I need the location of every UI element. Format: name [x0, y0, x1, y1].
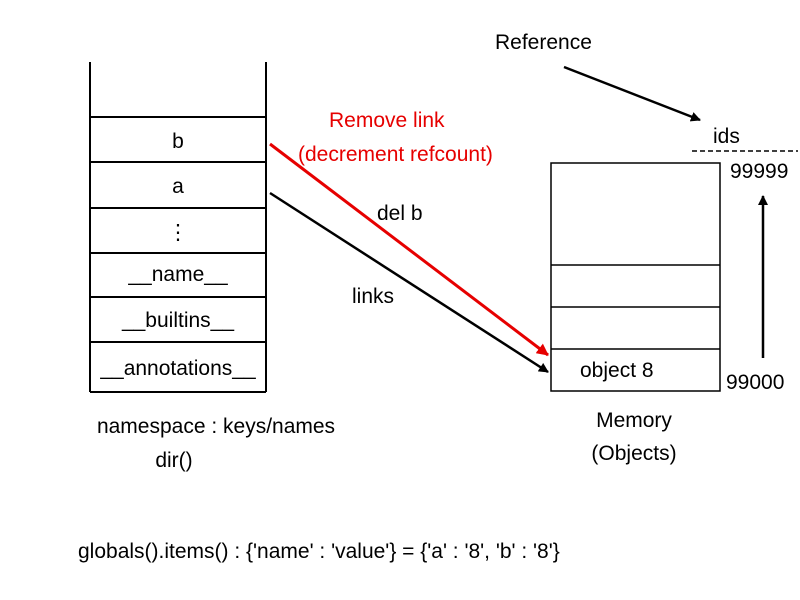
remove-link-label: Remove link	[329, 109, 445, 132]
links-arrow	[269, 191, 549, 374]
globals-items-caption: globals().items() : {'name' : 'value'} =…	[78, 540, 560, 563]
reference-label: Reference	[495, 31, 592, 54]
links-label: links	[352, 285, 395, 308]
remove-link-arrow	[269, 142, 549, 357]
namespace-cell-builtins: __builtins__	[121, 309, 235, 332]
reference-arrow	[563, 65, 701, 122]
decrement-refcount-label: (decrement refcount)	[298, 143, 493, 166]
ids-top-value: 99999	[730, 160, 789, 183]
ids-header: ids	[713, 125, 740, 148]
dir-label: dir()	[155, 449, 193, 472]
namespace-cell-ellipsis: ⋮	[167, 221, 189, 244]
namespace-stack	[89, 62, 267, 393]
namespace-label: namespace : keys/names	[96, 415, 336, 438]
namespace-cell-a: a	[172, 175, 184, 198]
namespace-cell-name: __name__	[128, 263, 228, 286]
memory-box	[550, 162, 721, 392]
del-b-label: del b	[377, 202, 423, 225]
objects-label: (Objects)	[591, 442, 677, 465]
namespace-cell-b: b	[172, 130, 184, 153]
ids-bottom-value: 99000	[726, 371, 785, 394]
memory-object-label: object 8	[580, 359, 654, 382]
memory-label: Memory	[596, 409, 672, 432]
namespace-cell-annotations: __annotations__	[100, 357, 256, 380]
